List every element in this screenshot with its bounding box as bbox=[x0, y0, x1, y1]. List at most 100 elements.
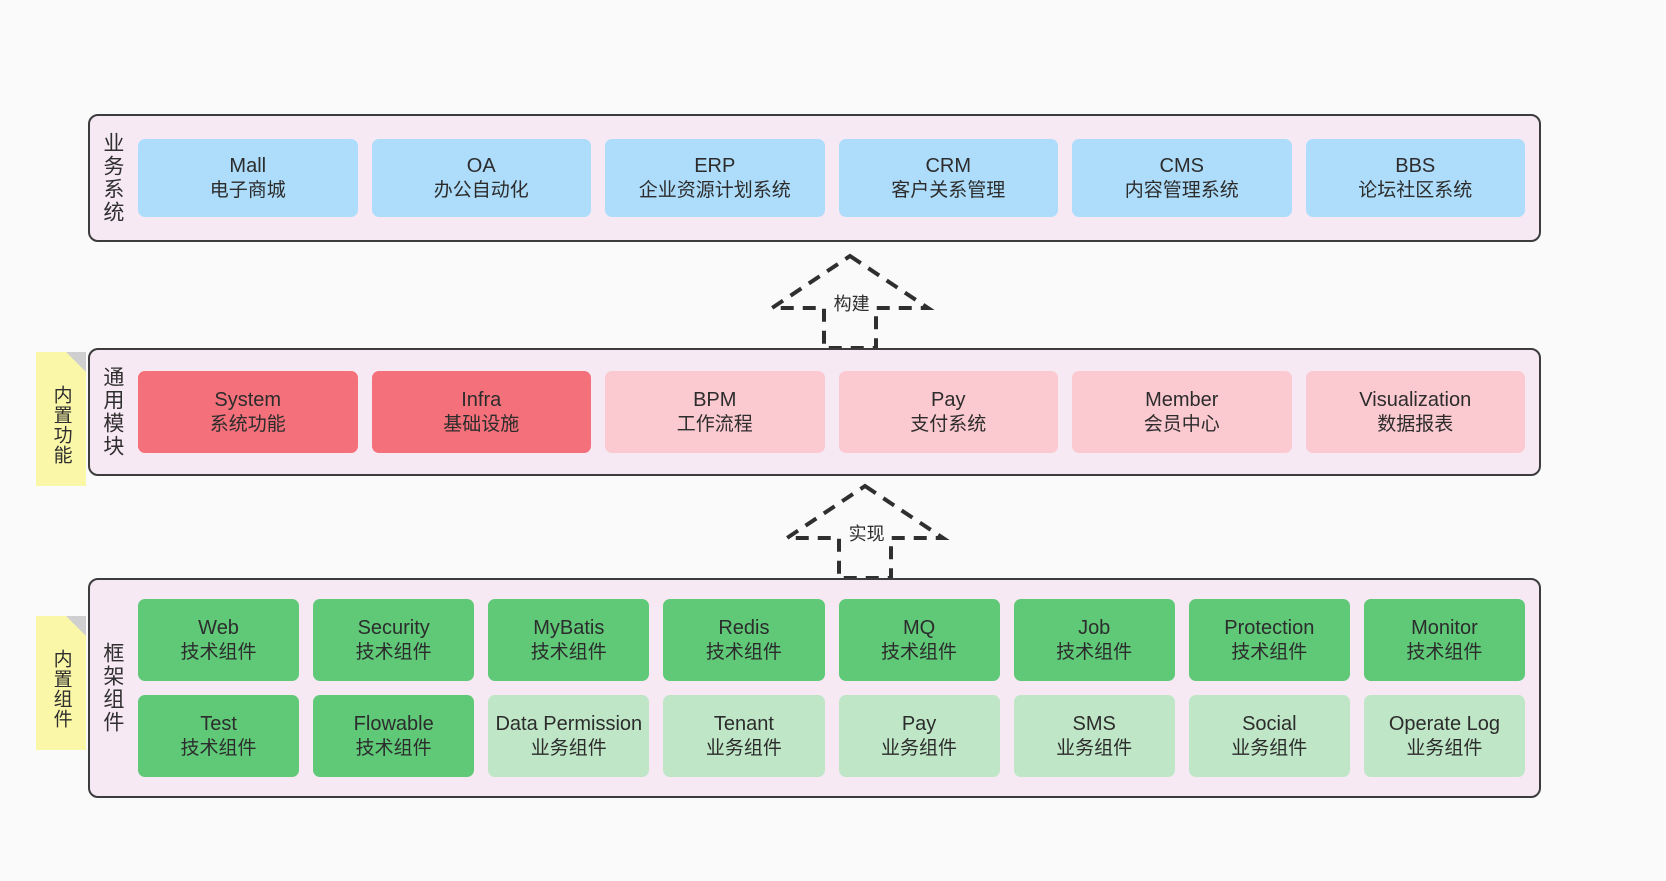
connector-implement: 实现 bbox=[775, 482, 955, 580]
node-bbs[interactable]: BBS 论坛社区系统 bbox=[1305, 139, 1525, 217]
node-tenant-name: Tenant bbox=[713, 712, 774, 735]
node-sms[interactable]: SMS 业务组件 bbox=[1013, 695, 1175, 777]
node-protection-name: Protection bbox=[1224, 616, 1315, 639]
node-redis-name: Redis bbox=[718, 616, 770, 639]
node-mall-desc: 电子商城 bbox=[209, 179, 286, 201]
node-bpm-name: BPM bbox=[693, 388, 737, 411]
node-crm-name: CRM bbox=[925, 154, 972, 177]
node-security-name: Security bbox=[357, 616, 430, 639]
node-infra-desc: 基础设施 bbox=[443, 413, 520, 435]
node-member-desc: 会员中心 bbox=[1143, 413, 1220, 435]
node-operate-log[interactable]: Operate Log 业务组件 bbox=[1363, 695, 1525, 777]
node-social-name: Social bbox=[1242, 712, 1297, 735]
node-test-name: Test bbox=[200, 712, 237, 735]
connector-build: 构建 bbox=[760, 252, 940, 350]
node-mall-name: Mall bbox=[229, 154, 267, 177]
node-data-permission[interactable]: Data Permission 业务组件 bbox=[488, 695, 650, 777]
node-redis[interactable]: Redis 技术组件 bbox=[663, 599, 825, 681]
node-sms-name: SMS bbox=[1072, 712, 1116, 735]
node-bpm[interactable]: BPM 工作流程 bbox=[605, 371, 825, 453]
node-cms-name: CMS bbox=[1159, 154, 1204, 177]
node-mq[interactable]: MQ 技术组件 bbox=[838, 599, 1000, 681]
node-job[interactable]: Job 技术组件 bbox=[1013, 599, 1175, 681]
node-monitor[interactable]: Monitor 技术组件 bbox=[1363, 599, 1525, 681]
row-common-modules: System 系统功能 Infra 基础设施 BPM 工作流程 Pay 支付系统… bbox=[138, 371, 1525, 453]
node-erp[interactable]: ERP 企业资源计划系统 bbox=[605, 139, 825, 217]
node-visualization[interactable]: Visualization 数据报表 bbox=[1305, 371, 1525, 453]
node-operate-log-desc: 业务组件 bbox=[1406, 737, 1483, 759]
node-cms-desc: 内容管理系统 bbox=[1124, 179, 1239, 201]
node-bbs-name: BBS bbox=[1395, 154, 1436, 177]
layer-label-framework: 框架组件 bbox=[100, 642, 124, 734]
node-test[interactable]: Test 技术组件 bbox=[138, 695, 300, 777]
node-pay-module-desc: 支付系统 bbox=[910, 413, 987, 435]
node-pay-module[interactable]: Pay 支付系统 bbox=[838, 371, 1058, 453]
node-oa-desc: 办公自动化 bbox=[433, 179, 529, 201]
layer-business-systems: 业务系统 Mall 电子商城 OA 办公自动化 ERP 企业资源计划系统 CRM… bbox=[88, 114, 1541, 242]
node-monitor-name: Monitor bbox=[1411, 616, 1478, 639]
node-bpm-desc: 工作流程 bbox=[676, 413, 753, 435]
node-mq-desc: 技术组件 bbox=[881, 641, 958, 663]
layer-common-modules: 通用模块 System 系统功能 Infra 基础设施 BPM 工作流程 Pay… bbox=[88, 348, 1541, 476]
note-builtin-components: 内置组件 bbox=[36, 616, 86, 750]
node-web[interactable]: Web 技术组件 bbox=[138, 599, 300, 681]
node-protection-desc: 技术组件 bbox=[1231, 641, 1308, 663]
node-pay-module-name: Pay bbox=[931, 388, 966, 411]
node-visualization-desc: 数据报表 bbox=[1377, 413, 1454, 435]
node-protection[interactable]: Protection 技术组件 bbox=[1188, 599, 1350, 681]
layer-label-modules: 通用模块 bbox=[100, 366, 124, 458]
node-web-desc: 技术组件 bbox=[180, 641, 257, 663]
node-oa[interactable]: OA 办公自动化 bbox=[371, 139, 591, 217]
node-social[interactable]: Social 业务组件 bbox=[1188, 695, 1350, 777]
node-social-desc: 业务组件 bbox=[1231, 737, 1308, 759]
node-member-name: Member bbox=[1145, 388, 1219, 411]
node-erp-name: ERP bbox=[694, 154, 736, 177]
node-web-name: Web bbox=[198, 616, 239, 639]
node-oa-name: OA bbox=[466, 154, 496, 177]
node-system[interactable]: System 系统功能 bbox=[138, 371, 358, 453]
node-mq-name: MQ bbox=[902, 616, 936, 639]
row-technical-components: Web 技术组件 Security 技术组件 MyBatis 技术组件 Redi… bbox=[138, 599, 1525, 681]
layer-body-business: Mall 电子商城 OA 办公自动化 ERP 企业资源计划系统 CRM 客户关系… bbox=[134, 116, 1539, 240]
node-mall[interactable]: Mall 电子商城 bbox=[138, 139, 358, 217]
node-infra[interactable]: Infra 基础设施 bbox=[371, 371, 591, 453]
layer-body-modules: System 系统功能 Infra 基础设施 BPM 工作流程 Pay 支付系统… bbox=[134, 350, 1539, 474]
node-member[interactable]: Member 会员中心 bbox=[1072, 371, 1292, 453]
node-data-permission-desc: 业务组件 bbox=[530, 737, 607, 759]
node-erp-desc: 企业资源计划系统 bbox=[638, 179, 791, 201]
connector-build-label: 构建 bbox=[833, 294, 870, 314]
node-job-name: Job bbox=[1078, 616, 1111, 639]
node-security-desc: 技术组件 bbox=[355, 641, 432, 663]
node-pay-component[interactable]: Pay 业务组件 bbox=[838, 695, 1000, 777]
node-sms-desc: 业务组件 bbox=[1056, 737, 1133, 759]
node-test-desc: 技术组件 bbox=[180, 737, 257, 759]
node-infra-name: Infra bbox=[461, 388, 502, 411]
node-crm-desc: 客户关系管理 bbox=[891, 179, 1006, 201]
node-cms[interactable]: CMS 内容管理系统 bbox=[1072, 139, 1292, 217]
node-redis-desc: 技术组件 bbox=[705, 641, 782, 663]
node-mybatis-name: MyBatis bbox=[533, 616, 605, 639]
node-flowable[interactable]: Flowable 技术组件 bbox=[313, 695, 475, 777]
node-mybatis[interactable]: MyBatis 技术组件 bbox=[488, 599, 650, 681]
row-business-components: Test 技术组件 Flowable 技术组件 Data Permission … bbox=[138, 695, 1525, 777]
node-visualization-name: Visualization bbox=[1359, 388, 1472, 411]
node-flowable-desc: 技术组件 bbox=[355, 737, 432, 759]
node-job-desc: 技术组件 bbox=[1056, 641, 1133, 663]
note-builtin-functions: 内置功能 bbox=[36, 352, 86, 486]
note-builtin-functions-label: 内置功能 bbox=[50, 385, 72, 465]
node-mybatis-desc: 技术组件 bbox=[530, 641, 607, 663]
node-pay-component-desc: 业务组件 bbox=[881, 737, 958, 759]
row-business-systems: Mall 电子商城 OA 办公自动化 ERP 企业资源计划系统 CRM 客户关系… bbox=[138, 139, 1525, 217]
layer-body-framework: Web 技术组件 Security 技术组件 MyBatis 技术组件 Redi… bbox=[134, 580, 1539, 796]
node-tenant-desc: 业务组件 bbox=[705, 737, 782, 759]
node-system-desc: 系统功能 bbox=[209, 413, 286, 435]
node-data-permission-name: Data Permission bbox=[495, 712, 643, 735]
note-builtin-components-label: 内置组件 bbox=[50, 649, 72, 729]
node-tenant[interactable]: Tenant 业务组件 bbox=[663, 695, 825, 777]
node-monitor-desc: 技术组件 bbox=[1406, 641, 1483, 663]
node-flowable-name: Flowable bbox=[353, 712, 434, 735]
node-system-name: System bbox=[214, 388, 282, 411]
node-security[interactable]: Security 技术组件 bbox=[313, 599, 475, 681]
node-crm[interactable]: CRM 客户关系管理 bbox=[838, 139, 1058, 217]
